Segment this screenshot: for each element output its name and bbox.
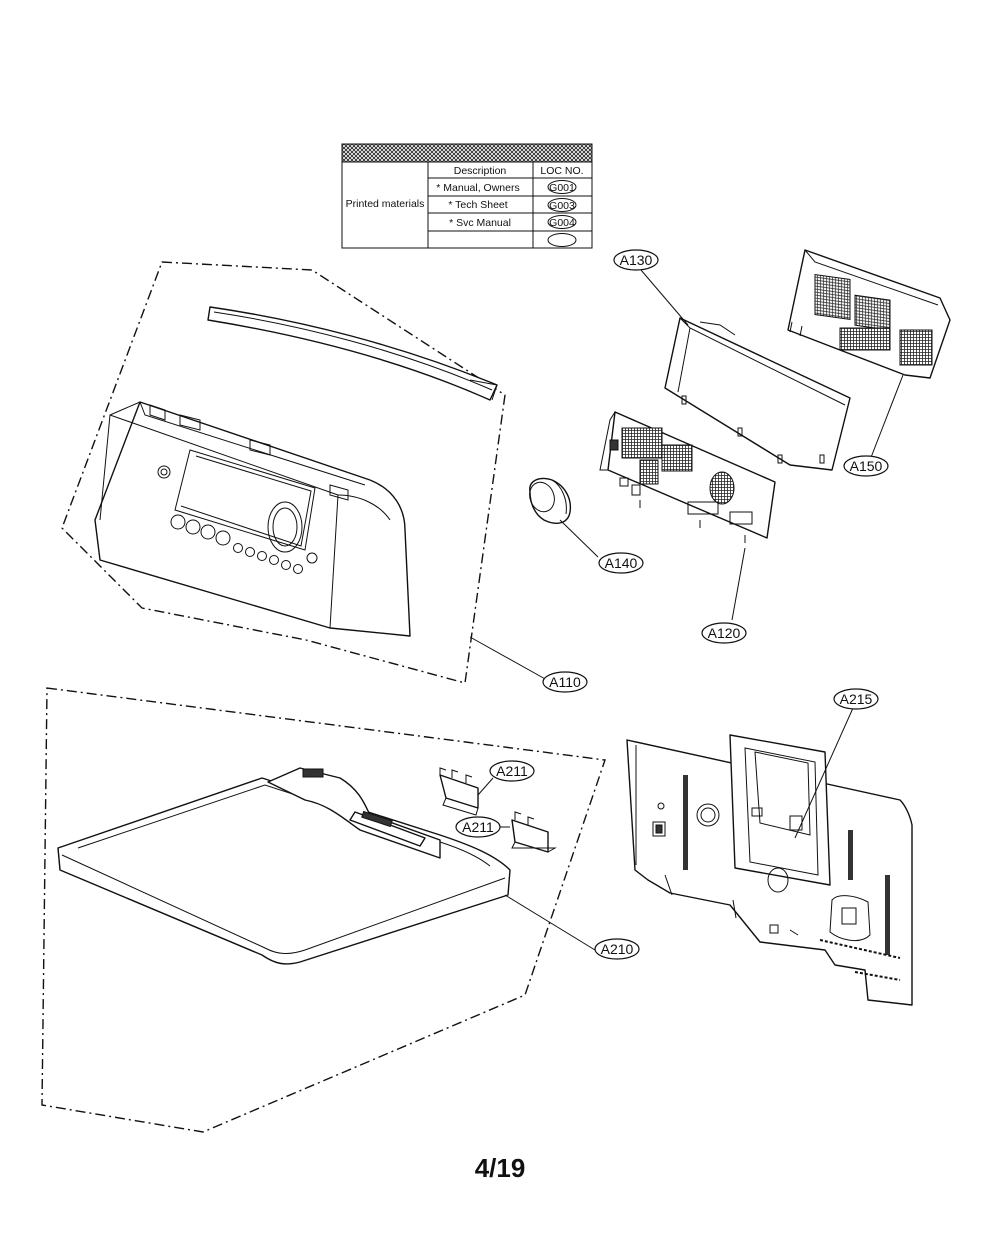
table-row-loc: G004 bbox=[549, 217, 575, 229]
pcb-cover bbox=[640, 269, 851, 471]
callout-a211-bottom: A211 bbox=[455, 816, 501, 838]
svg-text:A120: A120 bbox=[708, 625, 741, 641]
hinge-bracket-top bbox=[439, 767, 494, 816]
callout-a211-top: A211 bbox=[489, 760, 535, 782]
table-row-description: * Svc Manual bbox=[449, 217, 511, 229]
svg-text:A140: A140 bbox=[605, 555, 638, 571]
table-row-loc: G001 bbox=[549, 182, 575, 194]
table-group-label: Printed materials bbox=[346, 198, 425, 210]
callout-a120: A120 bbox=[701, 622, 747, 644]
callout-a110: A110 bbox=[542, 671, 588, 693]
svg-text:A130: A130 bbox=[620, 252, 653, 268]
table-row-description: * Tech Sheet bbox=[448, 199, 507, 211]
pcb-housing bbox=[787, 249, 951, 461]
svg-text:A215: A215 bbox=[840, 691, 873, 707]
rear-panel bbox=[626, 707, 913, 1006]
knob bbox=[529, 477, 599, 558]
callout-a130: A130 bbox=[613, 249, 659, 271]
svg-text:A211: A211 bbox=[462, 819, 494, 835]
callout-a140: A140 bbox=[598, 552, 644, 574]
hinge-bracket-bottom bbox=[500, 811, 557, 853]
callout-a150: A150 bbox=[843, 455, 889, 477]
table-header-description: Description bbox=[454, 165, 507, 177]
printed-materials-table: Description LOC NO. Printed materials * … bbox=[341, 143, 593, 249]
callout-a210: A210 bbox=[594, 938, 640, 960]
top-cover-assembly bbox=[41, 687, 606, 1133]
svg-text:A210: A210 bbox=[601, 941, 634, 957]
svg-text:A110: A110 bbox=[549, 674, 581, 690]
callout-a215: A215 bbox=[833, 688, 879, 710]
control-panel-assembly bbox=[61, 261, 548, 684]
table-row-description: * Manual, Owners bbox=[436, 182, 519, 194]
table-row-loc: G003 bbox=[549, 200, 575, 212]
control-pcb bbox=[599, 411, 776, 621]
table-header-loc: LOC NO. bbox=[540, 165, 583, 177]
svg-text:A211: A211 bbox=[496, 763, 528, 779]
page-number: 4/19 bbox=[474, 1153, 526, 1183]
svg-text:A150: A150 bbox=[850, 458, 883, 474]
